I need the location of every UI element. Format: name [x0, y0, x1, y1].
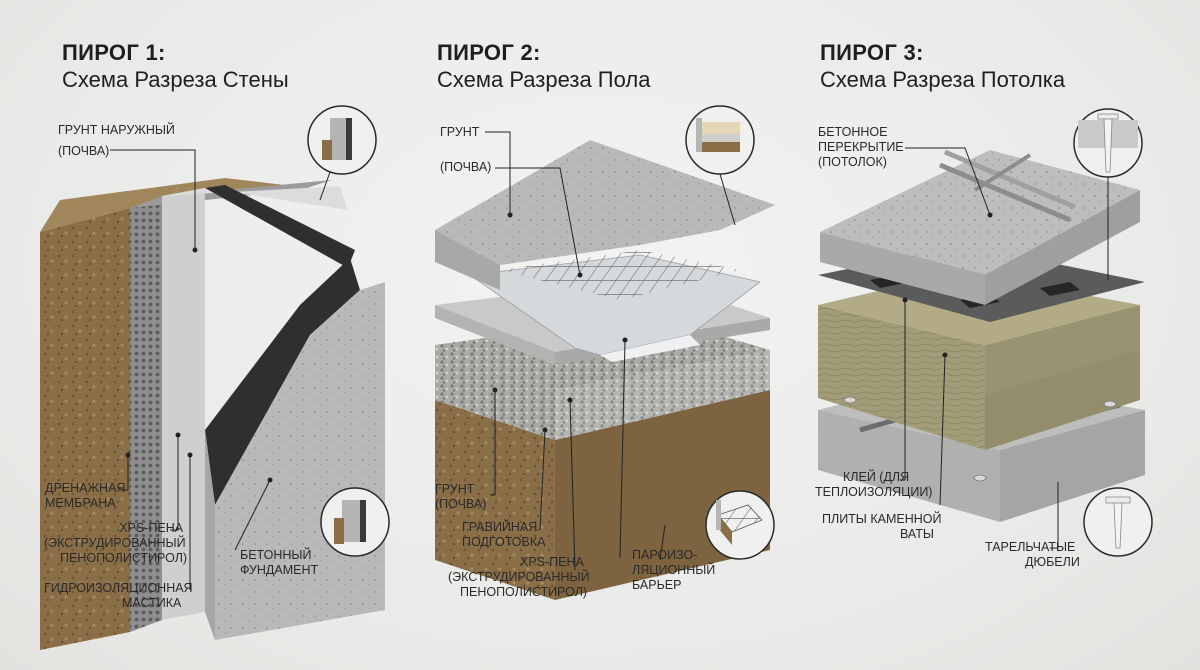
panel-2-subtitle: Схема Разреза Пола — [437, 67, 651, 92]
panel-3-title: ПИРОГ 3: Схема Разреза Потолка — [820, 40, 1065, 94]
mastic-layer — [205, 258, 360, 505]
floor-section — [435, 105, 775, 600]
wall-section — [40, 105, 390, 650]
reinforcing-mesh — [500, 250, 740, 300]
panel-3-subtitle: Схема Разреза Потолка — [820, 67, 1066, 92]
label-floor-soil-top-2: (ПОЧВА) — [440, 160, 492, 174]
label-floor-soil-top: ГРУНТ — [440, 125, 480, 139]
dowel-icon-2 — [1083, 487, 1153, 557]
floor-mesh-icon — [705, 490, 775, 560]
xps-layer-top — [162, 186, 348, 210]
ceiling-section — [818, 108, 1153, 557]
wool-board-upper-side — [985, 305, 1140, 395]
panel-2-number: ПИРОГ 2: — [437, 40, 541, 65]
panel-2-title: ПИРОГ 2: Схема Разреза Пола — [437, 40, 650, 94]
wool-board-lower-front — [818, 345, 985, 450]
panel-1-title: ПИРОГ 1: Схема Разреза Стены — [62, 40, 289, 94]
dowel-icon — [1073, 108, 1143, 280]
label-outer-soil: ГРУНТ НАРУЖНЫЙ(ПОЧВА) — [58, 123, 175, 158]
wool-board-upper-front — [818, 305, 985, 395]
panel-3-number: ПИРОГ 3: — [820, 40, 924, 65]
floor-corner-icon — [685, 105, 755, 226]
gravel-side — [555, 350, 770, 440]
concrete-foundation-side — [205, 430, 215, 640]
wall-corner-icon — [307, 105, 377, 201]
floor-slab-front — [435, 230, 500, 290]
ceiling-slab-front — [820, 232, 985, 305]
panel-1-subtitle: Схема Разреза Стены — [62, 67, 289, 92]
xps-layer-front — [162, 188, 205, 620]
panel-1-number: ПИРОГ 1: — [62, 40, 166, 65]
ceiling-lower-plate-front — [818, 410, 1000, 522]
wool-board-lower-side — [985, 348, 1140, 450]
ceiling-slab-side — [985, 190, 1140, 305]
floor-soil-front — [435, 400, 555, 600]
outer-soil-front — [40, 208, 130, 650]
wall-corner-icon-2 — [320, 487, 390, 557]
label-floor-soil-bottom: ГРУНТ(ПОЧВА) — [435, 482, 487, 511]
ceiling-lower-plate-side — [1000, 410, 1145, 522]
drainage-membrane-front — [130, 196, 162, 632]
